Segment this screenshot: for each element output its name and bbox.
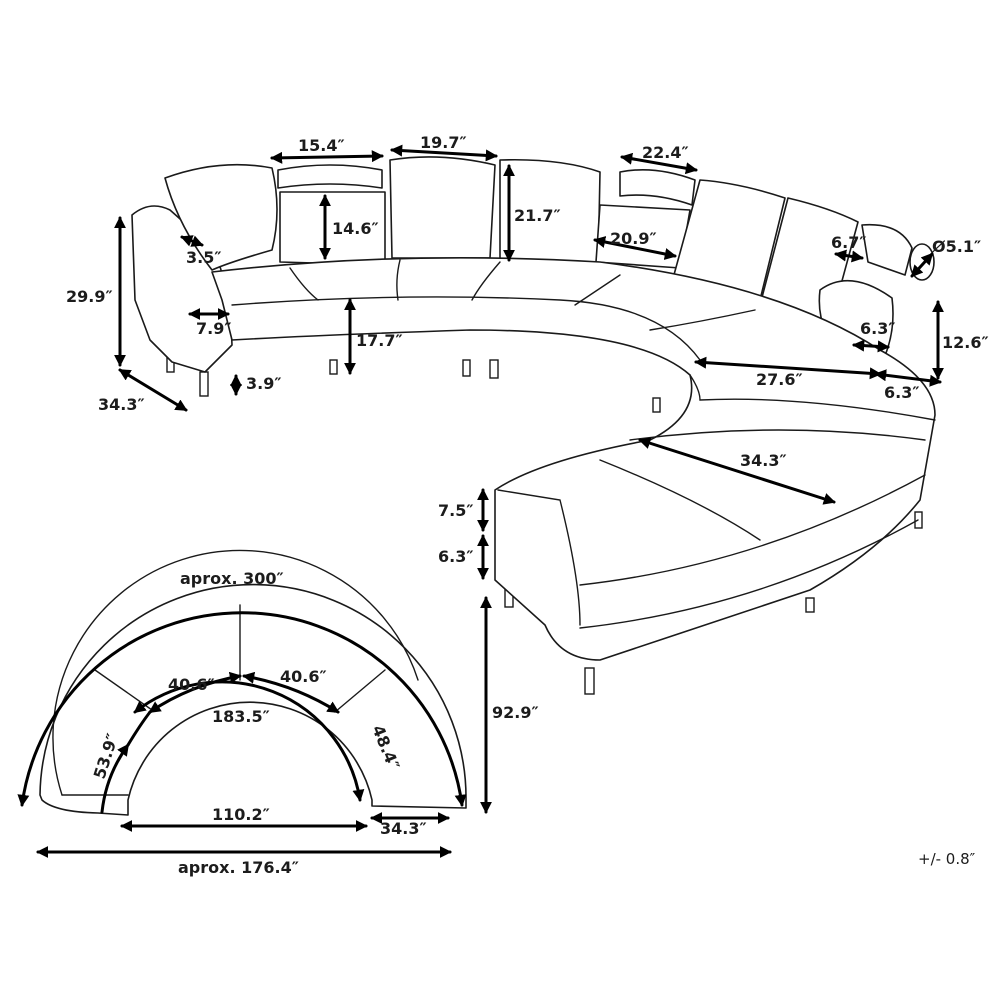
- label-end-width: 6.3″: [884, 383, 920, 402]
- label-total-height: 29.9″: [66, 287, 113, 306]
- label-chaise-depth: 34.3″: [740, 451, 787, 470]
- label-back-cushion-width: 19.7″: [420, 133, 467, 152]
- label-plan-depth: 34.3″: [380, 819, 427, 838]
- plan-backrest-line: [52, 549, 419, 796]
- seat-seams: [231, 259, 936, 629]
- label-end-height: 12.6″: [942, 333, 989, 352]
- label-inner-segment-right: 40.6″: [280, 667, 327, 686]
- label-cushion-thickness: 7.5″: [438, 501, 474, 520]
- label-cushion-depth-back: 20.9″: [610, 229, 657, 248]
- label-pillow-height: 14.6″: [332, 219, 379, 238]
- label-outer-width: aprox. 176.4″: [178, 858, 299, 877]
- label-inner-segment-left: 40.6″: [168, 675, 215, 694]
- label-back-height: 21.7″: [514, 206, 561, 225]
- label-corner-pillow-width: 22.4″: [642, 143, 689, 162]
- label-seat-height: 17.7″: [356, 331, 403, 350]
- label-arc-length: aprox. 300″: [180, 569, 284, 588]
- label-plan-height: 92.9″: [492, 703, 539, 722]
- label-arm-height-inset: 7.9″: [196, 319, 232, 338]
- label-base-thickness: 6.3″: [438, 547, 474, 566]
- label-leg-height: 3.9″: [246, 374, 282, 393]
- label-bolster-diameter: Ø5.1″: [932, 237, 981, 256]
- label-inner-arc: 183.5″: [212, 707, 270, 726]
- tolerance-note: +/- 0.8″: [918, 850, 976, 868]
- label-seat-depth: 27.6″: [756, 370, 803, 389]
- dimension-arrows: [17, 144, 944, 858]
- label-side-depth: 34.3″: [98, 395, 145, 414]
- label-headrest-offset: 6.7″: [831, 233, 867, 252]
- label-back-end-depth: 6.3″: [860, 319, 896, 338]
- label-arm-width: 3.5″: [186, 248, 222, 267]
- label-pillow-width: 15.4″: [298, 136, 345, 155]
- label-inner-width: 110.2″: [212, 805, 270, 824]
